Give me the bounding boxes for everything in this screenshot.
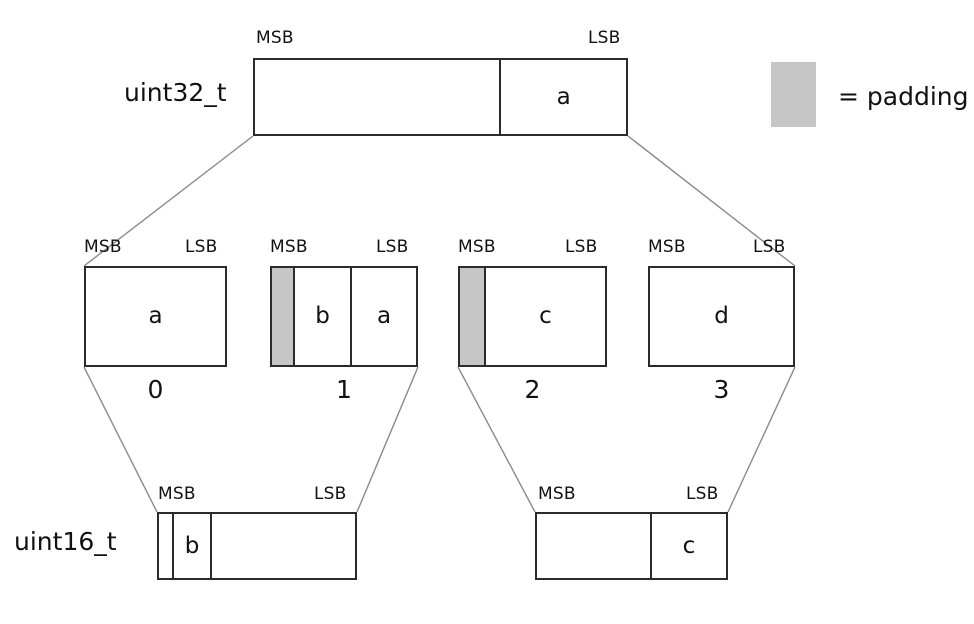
byte1-cell-2-a[interactable]: a — [352, 268, 416, 365]
byte-index-1: 1 — [336, 375, 352, 404]
byte1-cell-0-padding[interactable] — [272, 268, 295, 365]
uint16-left-cell-2[interactable] — [212, 514, 355, 578]
byte3-lsb-tag: LSB — [753, 237, 786, 257]
legend-padding-label: = padding — [838, 82, 969, 111]
byte-box-0[interactable]: a — [84, 266, 227, 367]
byte2-msb-tag: MSB — [458, 237, 496, 257]
uint16-box-left[interactable]: b — [157, 512, 357, 580]
uint16-right-lsb-tag: LSB — [686, 484, 719, 504]
byte-box-1[interactable]: b a — [270, 266, 418, 367]
byte-box-2[interactable]: c — [458, 266, 607, 367]
byte3-msb-tag: MSB — [648, 237, 686, 257]
uint32-cell-0[interactable] — [255, 60, 502, 134]
byte1-msb-tag: MSB — [270, 237, 308, 257]
uint16-right-cell-1-c[interactable]: c — [652, 514, 726, 578]
type-label-uint16: uint16_t — [14, 527, 117, 556]
uint16-left-lsb-tag: LSB — [314, 484, 347, 504]
type-label-uint32: uint32_t — [124, 78, 227, 107]
byte-box-3[interactable]: d — [648, 266, 795, 367]
uint16-right-cell-0[interactable] — [537, 514, 652, 578]
byte0-cell-0-a[interactable]: a — [86, 268, 225, 365]
uint32-lsb-tag: LSB — [588, 28, 621, 48]
uint16-left-cell-0[interactable] — [159, 514, 174, 578]
uint16-box-right[interactable]: c — [535, 512, 728, 580]
uint32-cell-1-a[interactable]: a — [501, 60, 626, 134]
byte-index-2: 2 — [524, 375, 541, 404]
byte1-lsb-tag: LSB — [376, 237, 409, 257]
padding-swatch-icon — [771, 62, 816, 127]
uint32-box[interactable]: a — [253, 58, 628, 136]
byte2-lsb-tag: LSB — [565, 237, 598, 257]
byte2-cell-1-c[interactable]: c — [486, 268, 605, 365]
byte2-cell-0-padding[interactable] — [460, 268, 486, 365]
uint16-left-msb-tag: MSB — [158, 484, 196, 504]
byte0-lsb-tag: LSB — [185, 237, 218, 257]
byte3-cell-0-d[interactable]: d — [650, 268, 793, 365]
uint16-right-msb-tag: MSB — [538, 484, 576, 504]
byte0-msb-tag: MSB — [84, 237, 122, 257]
byte-index-3: 3 — [713, 375, 730, 404]
uint32-msb-tag: MSB — [256, 28, 294, 48]
byte-index-0: 0 — [147, 375, 164, 404]
byte1-cell-1-b[interactable]: b — [295, 268, 352, 365]
uint16-left-cell-1-b[interactable]: b — [174, 514, 212, 578]
